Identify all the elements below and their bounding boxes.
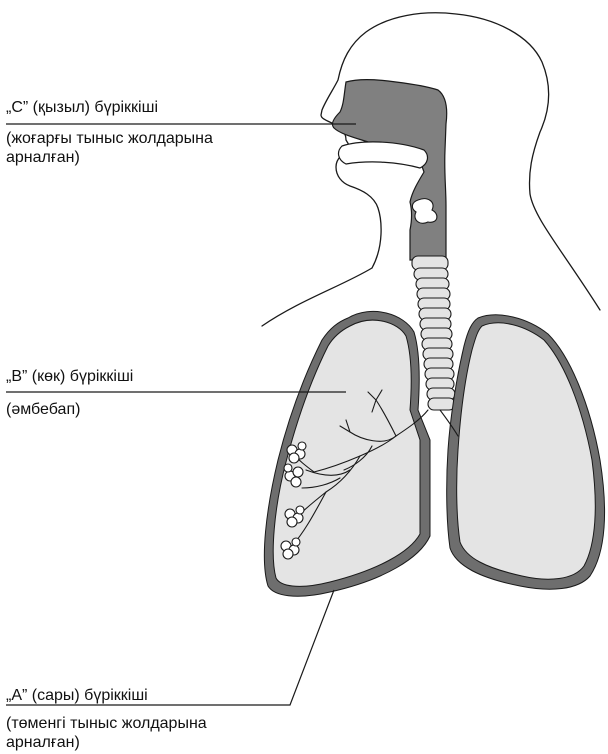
label-b-nebulizer-description: (әмбебап)	[6, 400, 80, 419]
label-b-nebulizer-title: „B” (көк) бүріккіші	[6, 367, 133, 386]
label-c-nebulizer-description: (жоғарғы тыныс жолдарына арналған)	[6, 129, 296, 167]
label-a-nebulizer-description: (төменгі тыныс жолдарына арналған)	[6, 714, 296, 752]
upper-airway	[332, 80, 446, 260]
label-a-nebulizer-title: „A” (сары) бүріккіші	[6, 686, 148, 705]
label-c-nebulizer-title: „C” (қызыл) бүріккіші	[6, 98, 158, 117]
lung-right-side	[447, 315, 605, 589]
